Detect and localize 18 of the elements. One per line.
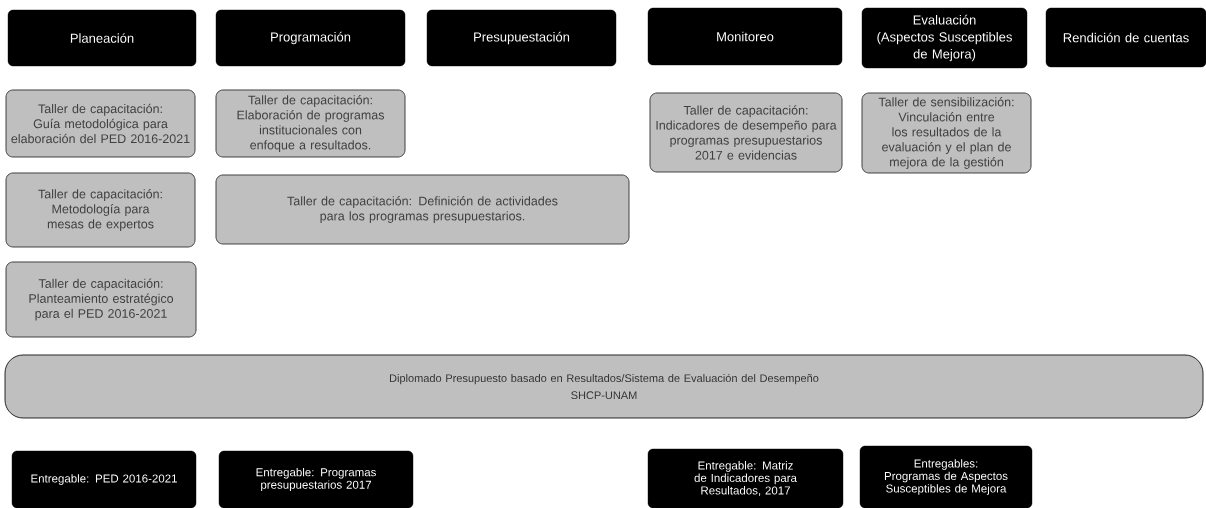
workshop-box: Taller de capacitación: Guía metodológica para elaboración del PED 2016-2021 <box>5 89 196 158</box>
workshop-box: Taller de capacitación: Elaboración de programas institucionales con enfoque a resultados. <box>215 89 406 158</box>
workshop-box: Taller de capacitación: Indicadores de desempeño para programas presupuestarios 2017 e evidencias <box>649 92 843 173</box>
phase-box: Monitoreo <box>647 7 843 66</box>
phase-box: Presupuestación <box>426 9 617 67</box>
deliverable-box: Entregables: Programas de Aspectos Susceptibles de Mejora <box>859 445 1033 508</box>
workshop-box: Taller de capacitación: Definición de actividades para los programas presupuestarios. <box>215 174 630 245</box>
course-band: Diplomado Presupuesto basado en Resultados/Sistema de Evaluación del Desempeño SHCP-UNAM <box>4 354 1204 419</box>
deliverable-box: Entregable: PED 2016-2021 <box>11 450 197 508</box>
phase-box: Evaluación (Aspectos Susceptibles de Mejora) <box>861 7 1028 69</box>
phase-box: Rendición de cuentas <box>1045 7 1206 68</box>
workshop-box: Taller de sensibilización: Vinculación entre los resultados de la evaluación y el plan de mejora de la gestión <box>861 92 1032 174</box>
phase-box: Planeación <box>7 9 197 67</box>
deliverable-box: Entregable: Matriz de Indicadores para Resultados, 2017 <box>647 448 844 508</box>
phase-box: Programación <box>215 9 406 67</box>
workshop-box: Taller de capacitación: Planteamiento estratégico para el PED 2016-2021 <box>5 261 197 338</box>
workshop-box: Taller de capacitación: Metodología para mesas de expertos <box>5 172 196 248</box>
deliverable-box: Entregable: Programas presupuestarios 2017 <box>218 450 414 508</box>
